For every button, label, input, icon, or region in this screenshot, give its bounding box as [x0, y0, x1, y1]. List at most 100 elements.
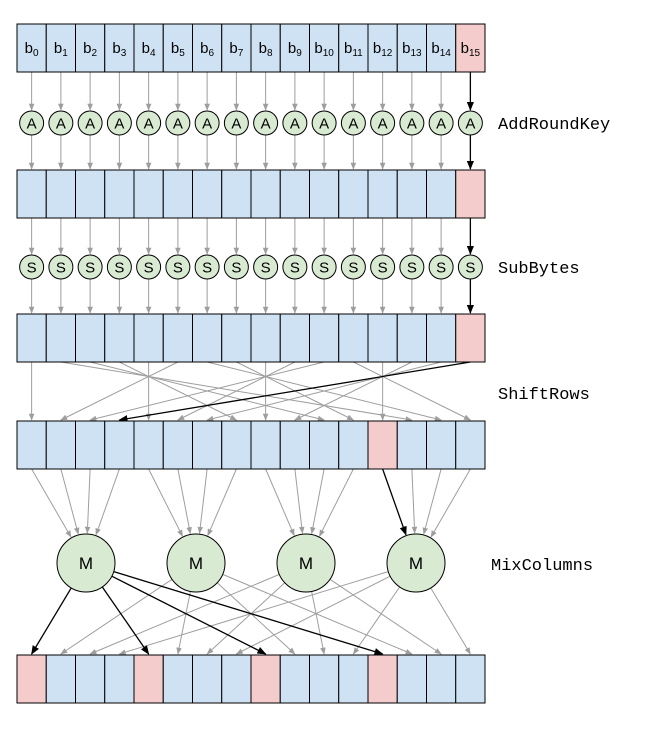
- byte-label: b12: [373, 40, 393, 59]
- byte-cell: [338, 23, 369, 73]
- subbytes-node: [457, 254, 483, 280]
- shiftrows-arrow: [118, 361, 471, 423]
- subbytes-node: [282, 254, 308, 280]
- byte-cell: [309, 169, 340, 219]
- byte-index: 1: [62, 48, 68, 59]
- subbytes-node-letter: S: [378, 260, 388, 277]
- byte-cell: [426, 654, 457, 704]
- byte-prefix: b: [344, 40, 352, 57]
- byte-label: b4: [142, 40, 156, 59]
- subbytes-node: [399, 254, 425, 280]
- byte-cell: [104, 169, 135, 219]
- byte-label: b8: [259, 40, 273, 59]
- subbytes-node-letter: S: [173, 260, 183, 277]
- mixcolumns-node: [386, 533, 446, 593]
- label-mixcolumns: MixColumns: [491, 557, 593, 576]
- byte-cell: [104, 654, 135, 704]
- gray-arrows: [28, 72, 472, 655]
- label-shiftrows: ShiftRows: [498, 386, 590, 405]
- addroundkey-node-letter: A: [290, 116, 300, 133]
- byte-cell: [455, 654, 486, 704]
- mixcolumns-output-arrow: [329, 578, 442, 655]
- subbytes-node-letter: S: [261, 260, 271, 277]
- subbytes-node-letter: S: [465, 260, 475, 277]
- byte-cell: [192, 654, 223, 704]
- byte-cell: [279, 169, 310, 219]
- byte-cell: [455, 23, 486, 73]
- byte-cell: [133, 313, 164, 363]
- mixcolumns-input-arrow: [310, 468, 325, 535]
- byte-label: b13: [402, 40, 422, 59]
- byte-cell: [75, 313, 106, 363]
- mixcolumns-input-arrow: [382, 468, 407, 536]
- mixcolumns-output-arrow: [222, 573, 413, 655]
- byte-prefix: b: [314, 40, 322, 57]
- byte-cell: [133, 23, 164, 73]
- stage-labels: AddRoundKey SubBytes ShiftRows MixColumn…: [491, 116, 610, 576]
- mixcolumns-input-arrow: [265, 468, 295, 537]
- byte-cell: [133, 169, 164, 219]
- byte-cell: [250, 169, 281, 219]
- addroundkey-node-letter: A: [261, 116, 271, 133]
- subbytes-node: [48, 254, 74, 280]
- mixcolumns-input-arrow: [319, 468, 354, 537]
- byte-index: 6: [209, 48, 215, 59]
- subbytes-node: [428, 254, 454, 280]
- byte-label: b15: [461, 40, 481, 59]
- addroundkey-node: [428, 110, 454, 136]
- byte-cell: [104, 313, 135, 363]
- byte-prefix: b: [200, 40, 208, 57]
- byte-cell: [221, 420, 252, 470]
- addroundkey-node: [165, 110, 191, 136]
- mixcolumns-output-arrow: [89, 573, 280, 655]
- addroundkey-node: [340, 110, 366, 136]
- mixcolumns-output-arrow: [235, 575, 391, 655]
- addroundkey-node-letter: A: [114, 116, 124, 133]
- subbytes-node-letter: S: [319, 260, 329, 277]
- byte-cell: [309, 313, 340, 363]
- mixcolumns-input-arrow: [95, 468, 120, 536]
- byte-cell: [133, 420, 164, 470]
- mixcolumns-input-arrow: [84, 468, 91, 534]
- byte-index: 4: [150, 48, 156, 59]
- byte-cell: [75, 23, 106, 73]
- byte-cell: [279, 654, 310, 704]
- addroundkey-node: [399, 110, 425, 136]
- byte-cell: [396, 654, 427, 704]
- byte-index: 10: [323, 48, 335, 59]
- shiftrows-arrow: [60, 361, 179, 421]
- addroundkey-node: [136, 110, 162, 136]
- byte-label: b7: [229, 40, 243, 59]
- byte-cell: [338, 654, 369, 704]
- subbytes-node-letter: S: [56, 260, 66, 277]
- addroundkey-node: [253, 110, 279, 136]
- byte-cell: [279, 23, 310, 73]
- byte-prefix: b: [112, 40, 120, 57]
- byte-cell: [338, 420, 369, 470]
- highlight-path-arrows: [31, 72, 475, 656]
- byte-prefix: b: [25, 40, 33, 57]
- byte-cell: [16, 313, 47, 363]
- byte-prefix: b: [54, 40, 62, 57]
- byte-cell: [250, 420, 281, 470]
- subbytes-node-letter: S: [85, 260, 95, 277]
- state-row-1: [16, 169, 486, 219]
- byte-label: b9: [288, 40, 302, 59]
- byte-cell: [455, 420, 486, 470]
- mixcolumns-input-arrow: [430, 468, 471, 538]
- byte-cell: [338, 169, 369, 219]
- byte-cell: [396, 313, 427, 363]
- byte-label: b6: [200, 40, 214, 59]
- byte-prefix: b: [431, 40, 439, 57]
- shiftrows-arrow: [60, 361, 413, 422]
- subbytes-node-letter: S: [407, 260, 417, 277]
- shiftrows-arrow: [353, 361, 472, 421]
- subbytes-node-letter: S: [202, 260, 212, 277]
- byte-cell: [250, 654, 281, 704]
- mixcolumns-output-arrow: [430, 587, 471, 655]
- subbytes-node-letter: S: [144, 260, 154, 277]
- mixcolumns-output-arrow: [111, 575, 267, 655]
- byte-label: b1: [54, 40, 68, 59]
- byte-cell: [426, 313, 457, 363]
